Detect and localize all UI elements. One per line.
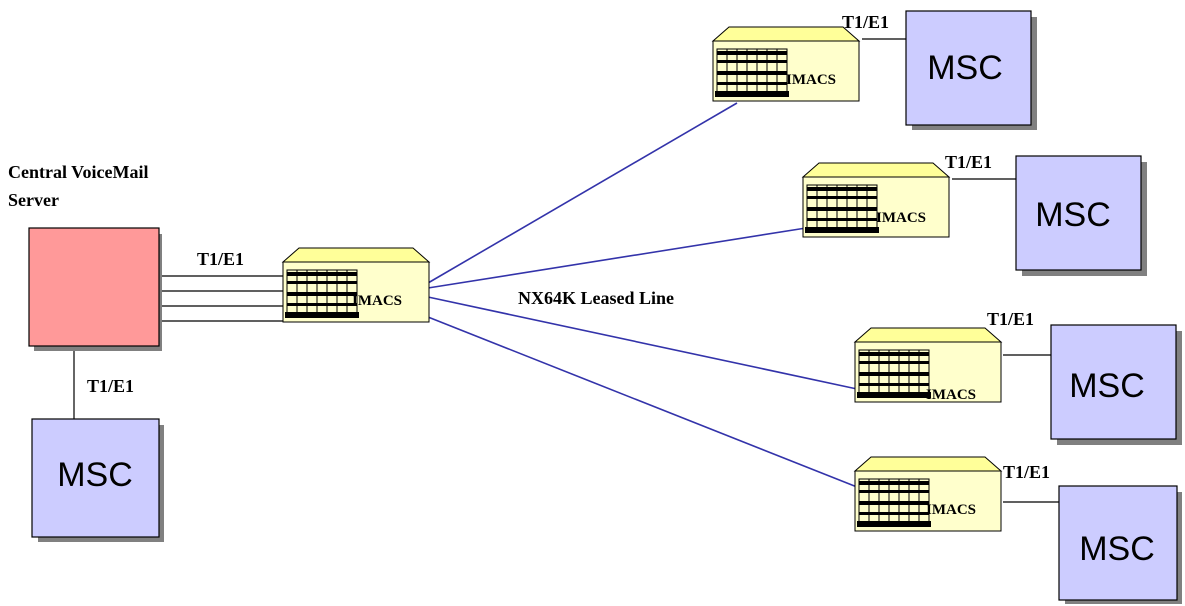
remote-link-4-label: T1/E1 [1003, 462, 1050, 482]
remote-msc-1: MSC [905, 10, 1037, 130]
remote-msc-3: MSC [1050, 324, 1182, 445]
leased-line-1 [427, 102, 738, 284]
remote-imacs-1: IMACS [712, 26, 860, 102]
remote-imacs-3-label: IMACS [926, 387, 976, 403]
remote-msc-4-label: MSC [1079, 530, 1155, 568]
local-msc: MSC [31, 418, 164, 542]
remote-imacs-2-label: IMACS [876, 210, 926, 226]
remote-imacs-1-label: IMACS [786, 72, 836, 88]
leased-line-4 [427, 316, 858, 488]
remote-link-1-label: T1/E1 [842, 12, 889, 32]
server-msc-link-label: T1/E1 [87, 376, 134, 396]
remote-msc-3-label: MSC [1069, 367, 1145, 405]
hub-imacs-label: IMACS [352, 293, 402, 309]
leased-line-2 [427, 227, 807, 289]
remote-link-3-label: T1/E1 [987, 309, 1034, 329]
remote-link-2-label: T1/E1 [945, 152, 992, 172]
remote-msc-1-label: MSC [927, 49, 1003, 87]
connection-lines [73, 38, 1059, 503]
leased-line-label: NX64K Leased Line [518, 288, 674, 308]
server-hub-link-label: T1/E1 [197, 249, 244, 269]
remote-imacs-4: IMACS [854, 456, 1002, 532]
voicemail-server [28, 227, 162, 351]
hub-imacs: IMACS [282, 247, 430, 323]
remote-imacs-3: IMACS [854, 327, 1002, 403]
remote-imacs-4-label: IMACS [926, 502, 976, 518]
local-msc-label: MSC [57, 456, 133, 494]
leased-line-3 [427, 296, 858, 390]
remote-msc-2: MSC [1015, 155, 1147, 276]
server-title-line1: Central VoiceMail [8, 162, 148, 182]
server-title-line2: Server [8, 190, 59, 210]
remote-msc-4: MSC [1058, 485, 1182, 604]
remote-msc-2-label: MSC [1035, 196, 1111, 234]
remote-imacs-2: IMACS [802, 162, 950, 238]
